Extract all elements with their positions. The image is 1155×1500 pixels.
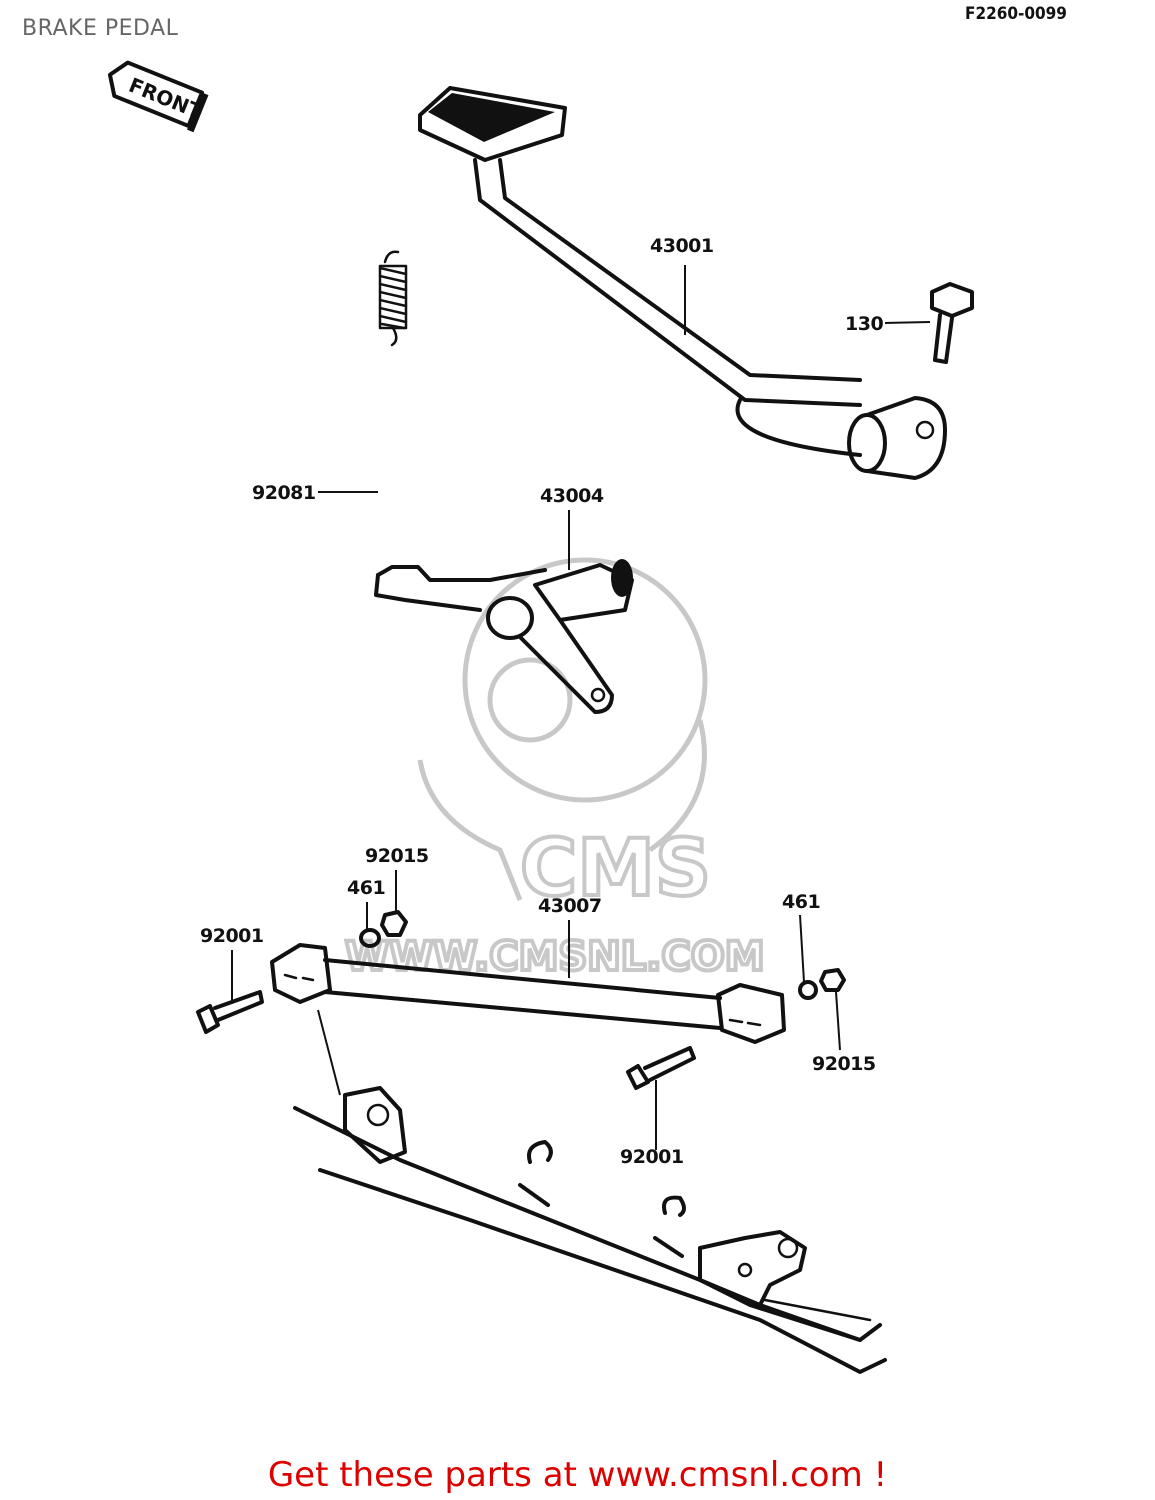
leader-130 (884, 321, 931, 324)
brake-rod-43007 (270, 943, 786, 1044)
label-130: 130 (845, 313, 883, 335)
bolt-92001-right (626, 1046, 696, 1090)
bolt-92001-left (196, 990, 264, 1034)
nut-92015-left (380, 910, 408, 937)
label-92015-left: 92015 (365, 845, 429, 867)
label-92015-right: 92015 (812, 1053, 876, 1075)
label-92001-right: 92001 (620, 1146, 684, 1168)
brake-pedal-43001 (418, 86, 947, 480)
watermark-url: WWW.CMSNL.COM (345, 934, 765, 980)
diagram-code: F2260-0099 (965, 4, 1067, 24)
exploded-parts-diagram: CMS WWW.CMSNL.COM FRONT (107, 60, 974, 1374)
bolt-130 (930, 282, 974, 364)
leader-92015-right (835, 991, 841, 1051)
label-92001-left: 92001 (200, 925, 264, 947)
label-461-right: 461 (782, 891, 820, 913)
washer-461-right (798, 980, 818, 1000)
brake-shaft-43004 (374, 559, 634, 714)
washer-461-left (359, 928, 381, 948)
label-43001: 43001 (650, 235, 714, 257)
spring-92081 (378, 250, 408, 347)
swing-arm-frame (293, 1009, 887, 1374)
front-arrow-icon: FRONT (107, 60, 209, 133)
label-43004: 43004 (540, 485, 604, 507)
nut-92015-right (819, 968, 846, 992)
leader-461-right (799, 914, 805, 983)
label-461-left: 461 (347, 877, 385, 899)
label-92081: 92081 (252, 482, 316, 504)
label-43007: 43007 (538, 895, 602, 917)
footer-cta-link[interactable]: Get these parts at www.cmsnl.com ! (267, 1455, 888, 1495)
watermark-brand: CMS (520, 824, 711, 914)
page-title: BRAKE PEDAL (22, 16, 179, 41)
watermark-logo: CMS WWW.CMSNL.COM (343, 557, 767, 982)
